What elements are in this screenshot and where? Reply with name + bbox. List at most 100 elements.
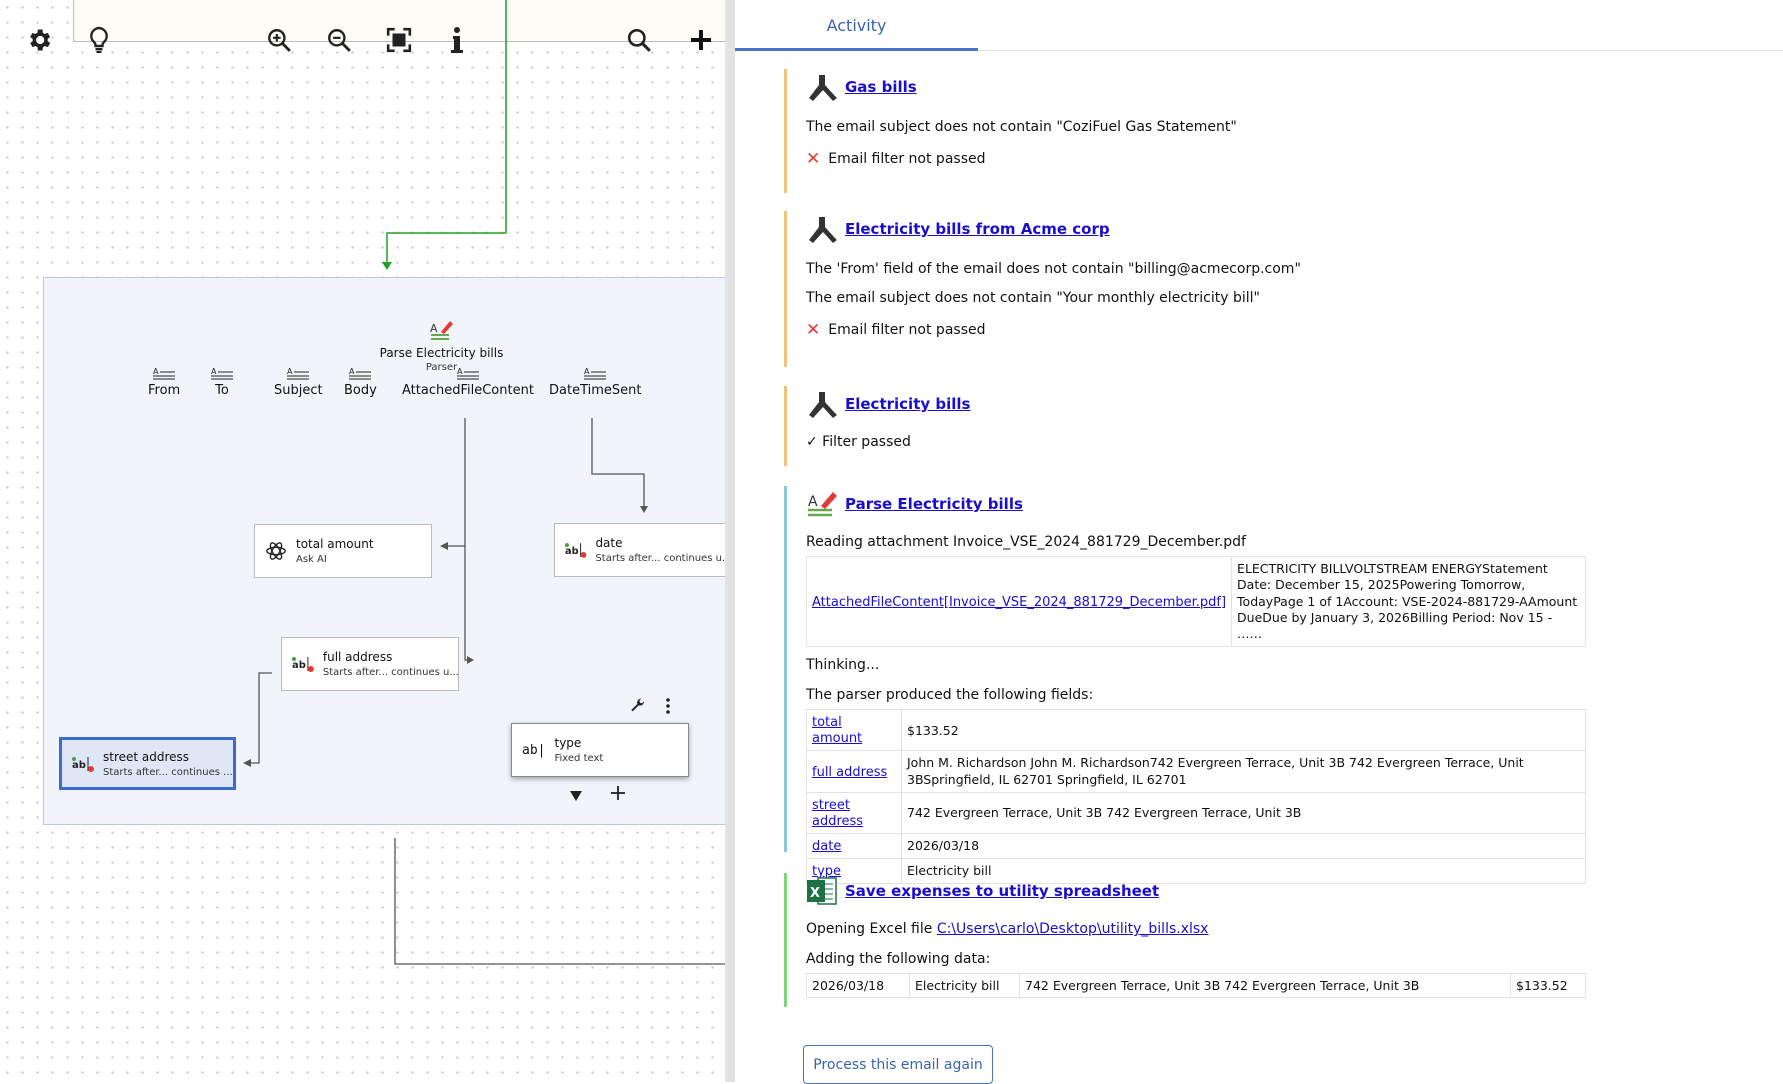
table-row: total amount $133.52 (806, 709, 1586, 752)
node-title: date (595, 536, 623, 550)
process-email-again-button[interactable]: Process this email again (803, 1045, 993, 1084)
workflow-canvas[interactable]: A Parse Electricity bills Parser A From … (0, 0, 725, 1082)
tab-bar: Activity (735, 0, 1783, 51)
filter-split-icon (809, 217, 837, 243)
field-value: John M. Richardson John M. Richardson742… (901, 750, 1586, 793)
wrench-icon[interactable] (630, 698, 646, 718)
attachment-link[interactable]: AttachedFileContent[Invoice_VSE_2024_881… (812, 594, 1227, 610)
excel-file-link[interactable]: C:\Users\carlo\Desktop\utility_bills.xls… (936, 921, 1209, 937)
field-value: 742 Evergreen Terrace, Unit 3B 742 Everg… (901, 791, 1586, 834)
parser-icon: A (430, 321, 453, 340)
zoom-out-icon[interactable] (323, 24, 355, 56)
cell: Electricity bill (909, 973, 1020, 998)
field-link[interactable]: full address (812, 764, 888, 780)
node-full-address[interactable]: ab full address Starts after... continue… (281, 637, 459, 691)
svg-text:A: A (584, 367, 590, 376)
fit-screen-icon[interactable] (383, 24, 415, 56)
table-row: AttachedFileContent[Invoice_VSE_2024_881… (805, 555, 1586, 648)
activity-electricity-bills: Electricity bills ✓ Filter passed (784, 386, 1584, 466)
activity-title-link[interactable]: Electricity bills (845, 395, 971, 413)
parser-connectors (243, 418, 648, 767)
node-title: full address (322, 650, 393, 664)
table-row: type Electricity bill (806, 857, 1586, 884)
svg-text:A: A (287, 367, 293, 376)
cell: $133.52 (1510, 973, 1586, 998)
search-icon[interactable] (623, 24, 655, 56)
add-node-icon[interactable] (611, 785, 625, 804)
filter-split-icon (809, 392, 837, 418)
parser-title-block: A Parse Electricity bills Parser (334, 318, 549, 373)
field-from[interactable]: A From (148, 366, 180, 398)
field-value: Electricity bill (901, 857, 1586, 884)
svg-text:ab: ab (292, 660, 306, 671)
add-icon[interactable] (685, 24, 717, 56)
filter-split-icon (809, 75, 837, 101)
node-title: total amount (296, 537, 374, 551)
text-field-icon: A (349, 367, 372, 380)
zoom-in-icon[interactable] (263, 24, 295, 56)
activity-title-link[interactable]: Electricity bills from Acme corp (845, 220, 1110, 238)
activity-parse-electricity: A Parse Electricity bills Reading attach… (784, 486, 1586, 884)
attachment-content: ELECTRICITY BILLVOLTSTREAM ENERGYStateme… (1231, 555, 1586, 648)
field-link[interactable]: type (812, 863, 842, 879)
text-field-icon: A (287, 367, 310, 380)
table-row: 2026/03/18 Electricity bill 742 Evergree… (806, 973, 1586, 998)
node-date[interactable]: ab date Starts after... continues u... (554, 523, 725, 577)
activity-line: The email subject does not contain "Your… (806, 290, 1260, 306)
tab-activity[interactable]: Activity (735, 0, 978, 51)
node-type[interactable]: ab| type Fixed text (511, 723, 689, 777)
text-field-icon: A (584, 367, 607, 380)
svg-text:X: X (810, 886, 820, 901)
field-body[interactable]: A Body (344, 366, 377, 398)
node-subtitle: Starts after... continues u... (595, 553, 725, 564)
panel-divider[interactable] (725, 0, 735, 1082)
text-field-icon: A (211, 367, 233, 380)
produced-text: The parser produced the following fields… (806, 687, 1094, 704)
svg-text:A: A (211, 367, 217, 376)
parser-title: Parse Electricity bills (379, 346, 504, 360)
parsed-fields-table: total amount $133.52 full address John M… (806, 709, 1586, 884)
field-link[interactable]: total amount (812, 715, 863, 747)
filter-status: ✓ Filter passed (806, 434, 911, 450)
field-label: Subject (274, 383, 323, 398)
node-street-address[interactable]: ab street address Starts after... contin… (59, 737, 236, 790)
text-field-icon: A (456, 367, 479, 380)
more-vertical-icon[interactable] (664, 698, 672, 718)
field-label: To (215, 383, 229, 398)
parser-block[interactable]: A Parse Electricity bills Parser A From … (43, 277, 725, 825)
activity-title-link[interactable]: Gas bills (845, 78, 917, 96)
field-to[interactable]: A To (211, 366, 233, 398)
excel-data-table: 2026/03/18 Electricity bill 742 Evergree… (806, 973, 1586, 998)
bottom-connector (394, 838, 725, 965)
parser-subtitle: Parser (425, 362, 458, 373)
close-icon: ✕ (806, 149, 821, 169)
text-extract-icon: ab (565, 543, 587, 558)
filter-status: Email filter not passed (828, 322, 986, 338)
activity-line: The 'From' field of the email does not c… (806, 261, 1301, 277)
activity-title-link[interactable]: Parse Electricity bills (845, 495, 1023, 513)
field-link[interactable]: date (812, 838, 842, 854)
activity-electricity-acme: Electricity bills from Acme corp The 'Fr… (784, 211, 1584, 367)
svg-text:A: A (153, 367, 159, 376)
node-title: type (554, 736, 582, 750)
field-attachedfilecontent[interactable]: A AttachedFileContent (402, 366, 534, 398)
node-total-amount[interactable]: total amount Ask AI (254, 524, 432, 578)
activity-title-link[interactable]: Save expenses to utility spreadsheet (845, 882, 1160, 900)
node-title: street address (103, 749, 190, 764)
field-datetimesent[interactable]: A DateTimeSent (549, 366, 641, 398)
cell: 2026/03/18 (806, 973, 910, 998)
green-connector (382, 0, 507, 270)
node-subtitle: Fixed text (554, 753, 604, 764)
gear-icon[interactable] (23, 24, 55, 56)
svg-text:A: A (430, 322, 438, 335)
info-icon[interactable] (441, 24, 473, 56)
chevron-down-icon[interactable] (570, 786, 582, 805)
lightbulb-icon[interactable] (83, 24, 115, 56)
field-label: AttachedFileContent (402, 383, 534, 398)
svg-text:A: A (808, 494, 818, 510)
field-subject[interactable]: A Subject (274, 366, 323, 398)
activity-line: The email subject does not contain "Cozi… (806, 119, 1237, 135)
thinking-text: Thinking... (806, 657, 880, 674)
text-field-icon: A (153, 367, 176, 380)
field-link[interactable]: street address (812, 797, 864, 829)
